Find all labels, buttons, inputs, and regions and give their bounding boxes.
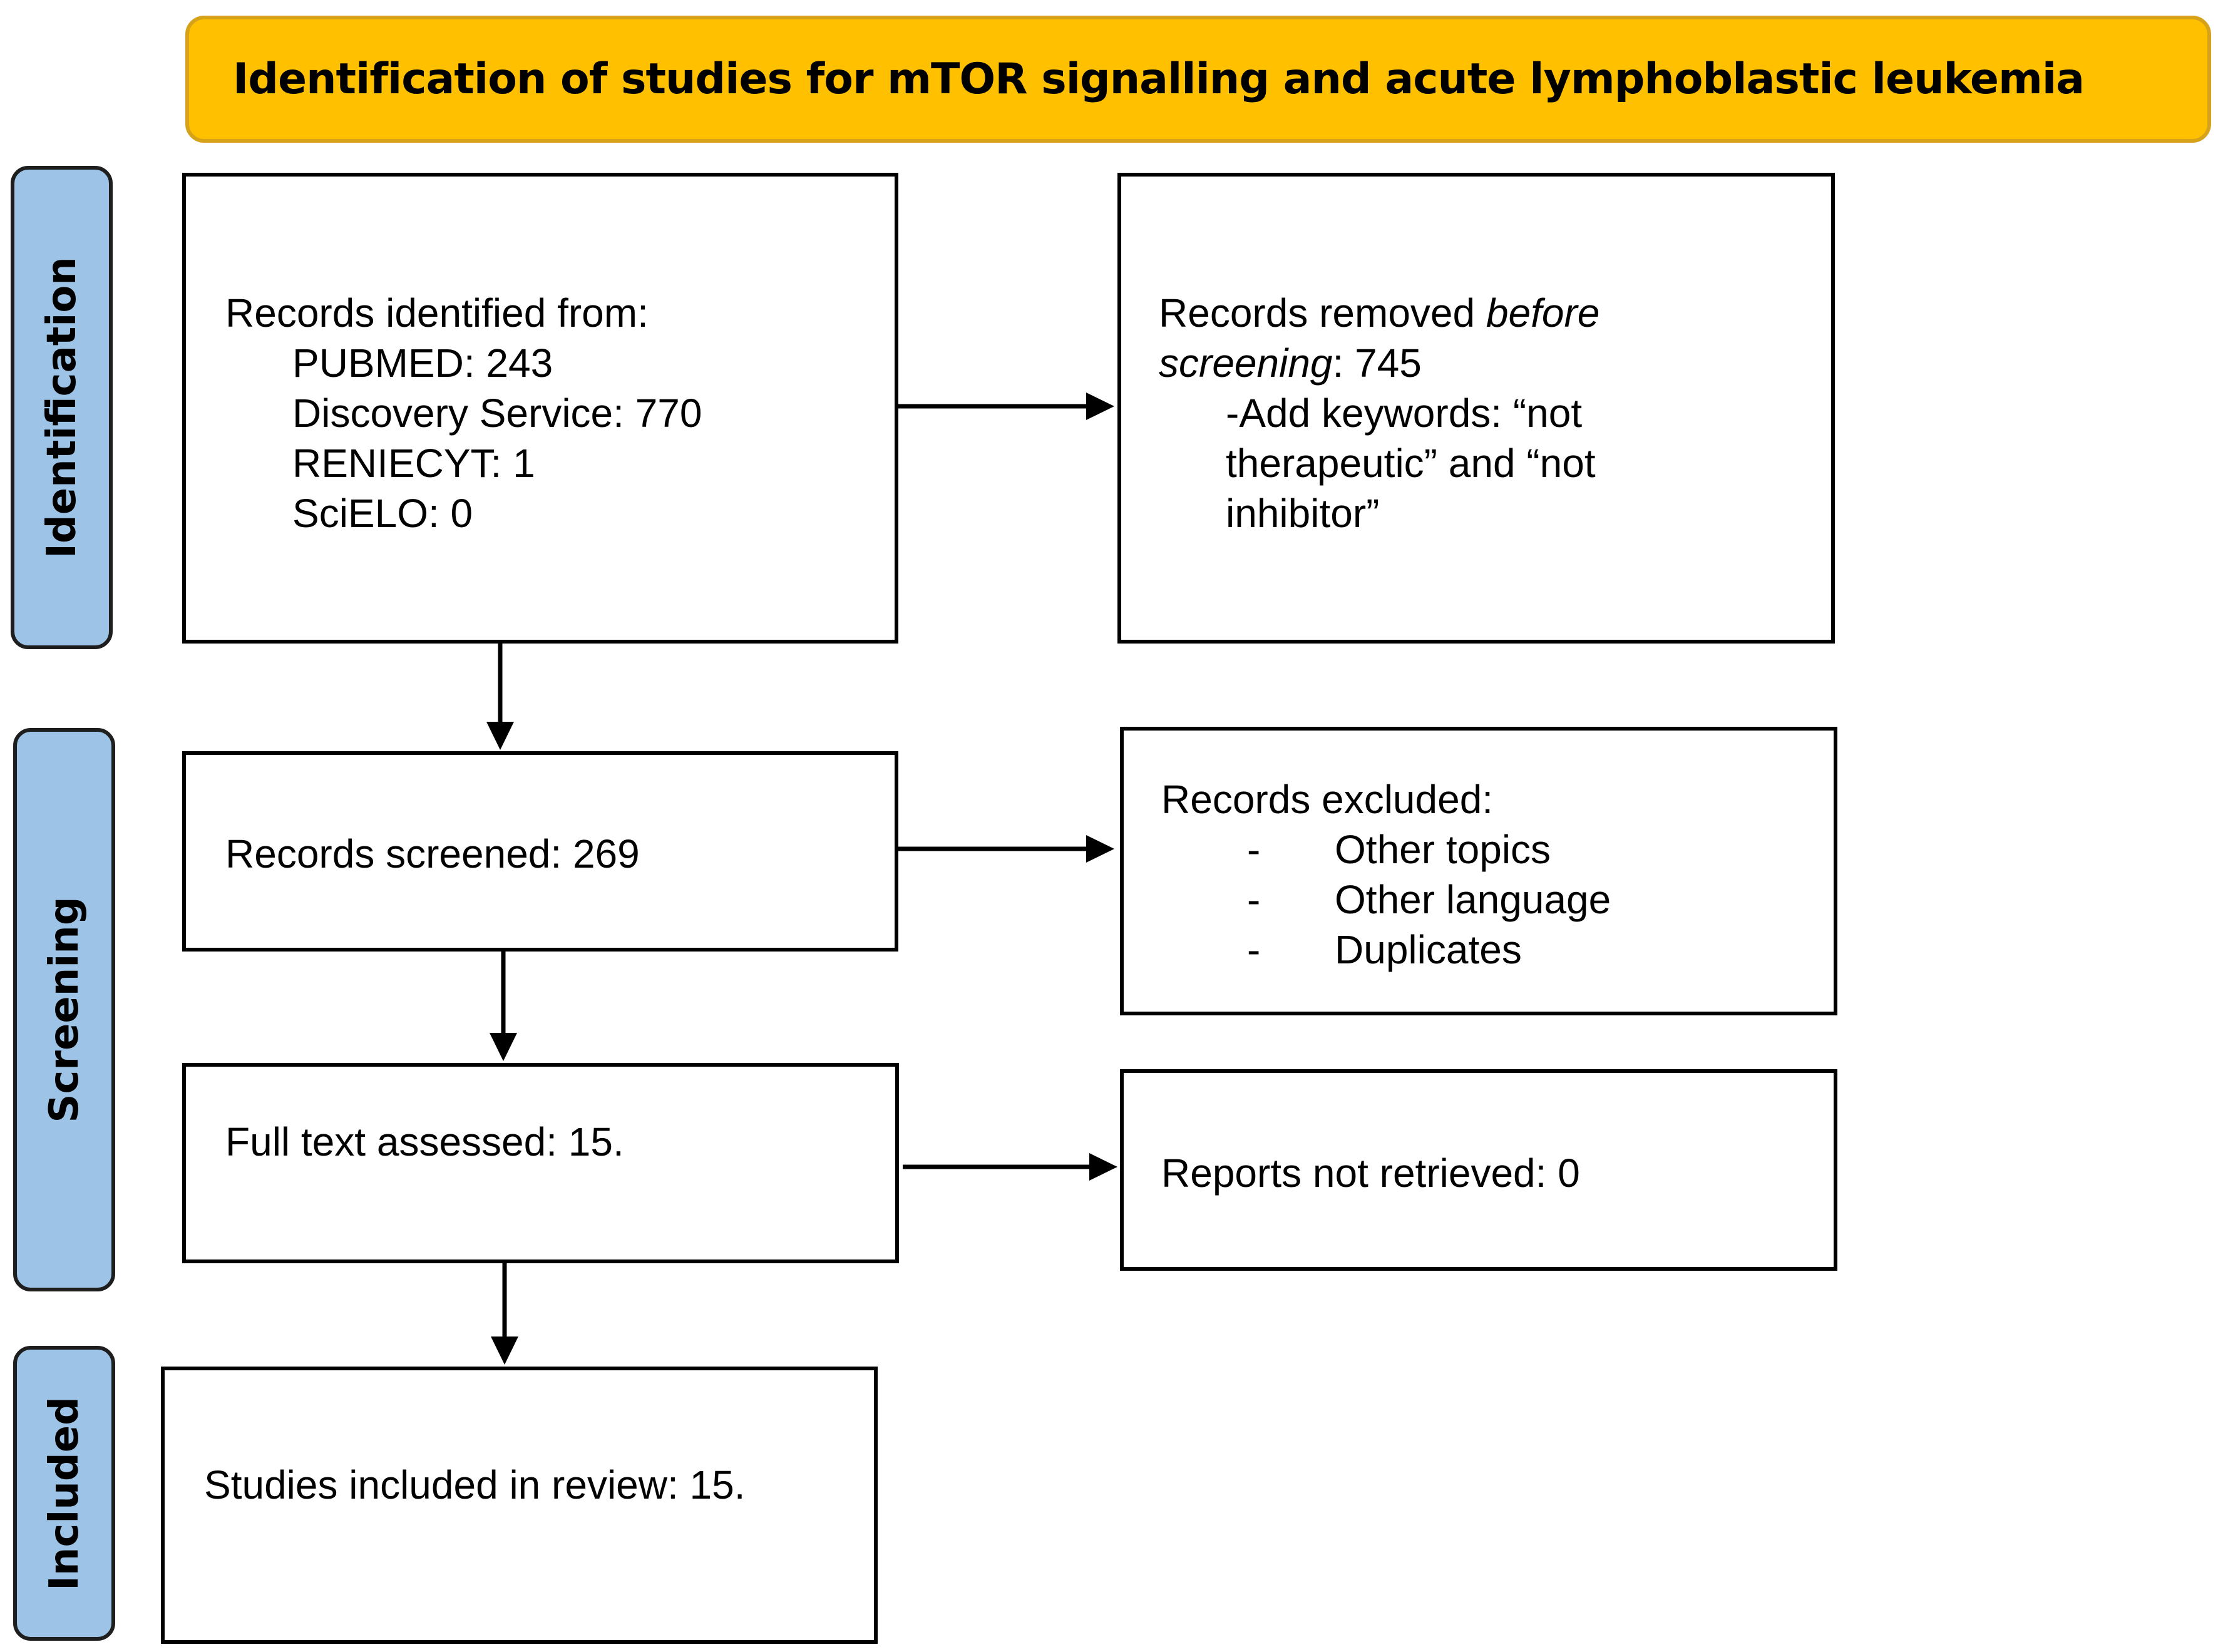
source-scielo: SciELO: 0 bbox=[292, 491, 473, 536]
excluded-item: - Duplicates bbox=[1161, 925, 1611, 975]
arrowhead-included bbox=[491, 1336, 518, 1365]
records-identified-text: Records identified from: PUBMED: 243 Dis… bbox=[225, 288, 702, 538]
studies-included-box: Studies included in review: 15. bbox=[161, 1367, 878, 1644]
records-screened-text: Records screened: 269 bbox=[225, 831, 640, 876]
records-identified-heading: Records identified from: bbox=[225, 290, 649, 336]
records-excluded-text: Records excluded: - Other topics - Other l… bbox=[1161, 774, 1611, 975]
phase-included: Included bbox=[13, 1346, 115, 1641]
bullet-dash: - bbox=[1247, 927, 1261, 972]
records-removed-line2: screening: 745 bbox=[1159, 338, 1599, 388]
source-pubmed: PUBMED: 243 bbox=[292, 341, 553, 386]
excluded-item-label: Other language bbox=[1335, 877, 1611, 922]
arrowhead-removed bbox=[1086, 392, 1114, 420]
reports-not-retrieved-text: Reports not retrieved: 0 bbox=[1161, 1151, 1580, 1196]
arrowhead-notretrieved bbox=[1089, 1153, 1117, 1181]
excluded-item: - Other language bbox=[1161, 875, 1611, 925]
phase-screening: Screening bbox=[13, 728, 115, 1291]
records-identified-box: Records identified from: PUBMED: 243 Dis… bbox=[182, 173, 898, 644]
source-reniecyt: RENIECYT: 1 bbox=[292, 441, 535, 486]
records-removed-before: before bbox=[1486, 290, 1600, 336]
source-discovery-service: Discovery Service: 770 bbox=[292, 391, 702, 436]
records-excluded-box: Records excluded: - Other topics - Other l… bbox=[1120, 727, 1837, 1015]
records-screened-box: Records screened: 269 bbox=[182, 751, 898, 952]
diagram-title-banner: Identification of studies for mTOR signa… bbox=[185, 16, 2211, 143]
records-removed-line1: Records removed before bbox=[1159, 288, 1599, 338]
full-text-assessed-text: Full text assessed: 15. bbox=[225, 1119, 624, 1164]
records-excluded-heading: Records excluded: bbox=[1161, 777, 1494, 822]
removed-note-1: -Add keywords: “not bbox=[1226, 391, 1583, 436]
arrowhead-excluded bbox=[1086, 835, 1114, 863]
removed-note-2: therapeutic” and “not bbox=[1226, 441, 1596, 486]
records-removed-box: Records removed before screening: 745 -A… bbox=[1117, 173, 1835, 644]
bullet-dash: - bbox=[1247, 827, 1261, 872]
records-removed-screening: screening bbox=[1159, 341, 1333, 386]
diagram-title: Identification of studies for mTOR signa… bbox=[233, 54, 2085, 104]
arrowhead-fulltext bbox=[490, 1033, 517, 1061]
removed-note-3: inhibitor” bbox=[1226, 491, 1380, 536]
arrowhead-screened bbox=[486, 722, 514, 750]
excluded-item-label: Duplicates bbox=[1335, 927, 1522, 972]
studies-included-text: Studies included in review: 15. bbox=[204, 1462, 746, 1507]
bullet-dash: - bbox=[1247, 877, 1261, 922]
full-text-assessed-box: Full text assessed: 15. bbox=[182, 1063, 899, 1263]
excluded-item: - Other topics bbox=[1161, 824, 1611, 875]
phase-identification: Identification bbox=[11, 166, 113, 649]
records-removed-text: Records removed before screening: 745 -A… bbox=[1159, 288, 1599, 538]
records-removed-count: : 745 bbox=[1332, 341, 1422, 386]
reports-not-retrieved-box: Reports not retrieved: 0 bbox=[1120, 1069, 1837, 1271]
records-removed-prefix: Records removed bbox=[1159, 290, 1486, 336]
excluded-item-label: Other topics bbox=[1335, 827, 1551, 872]
